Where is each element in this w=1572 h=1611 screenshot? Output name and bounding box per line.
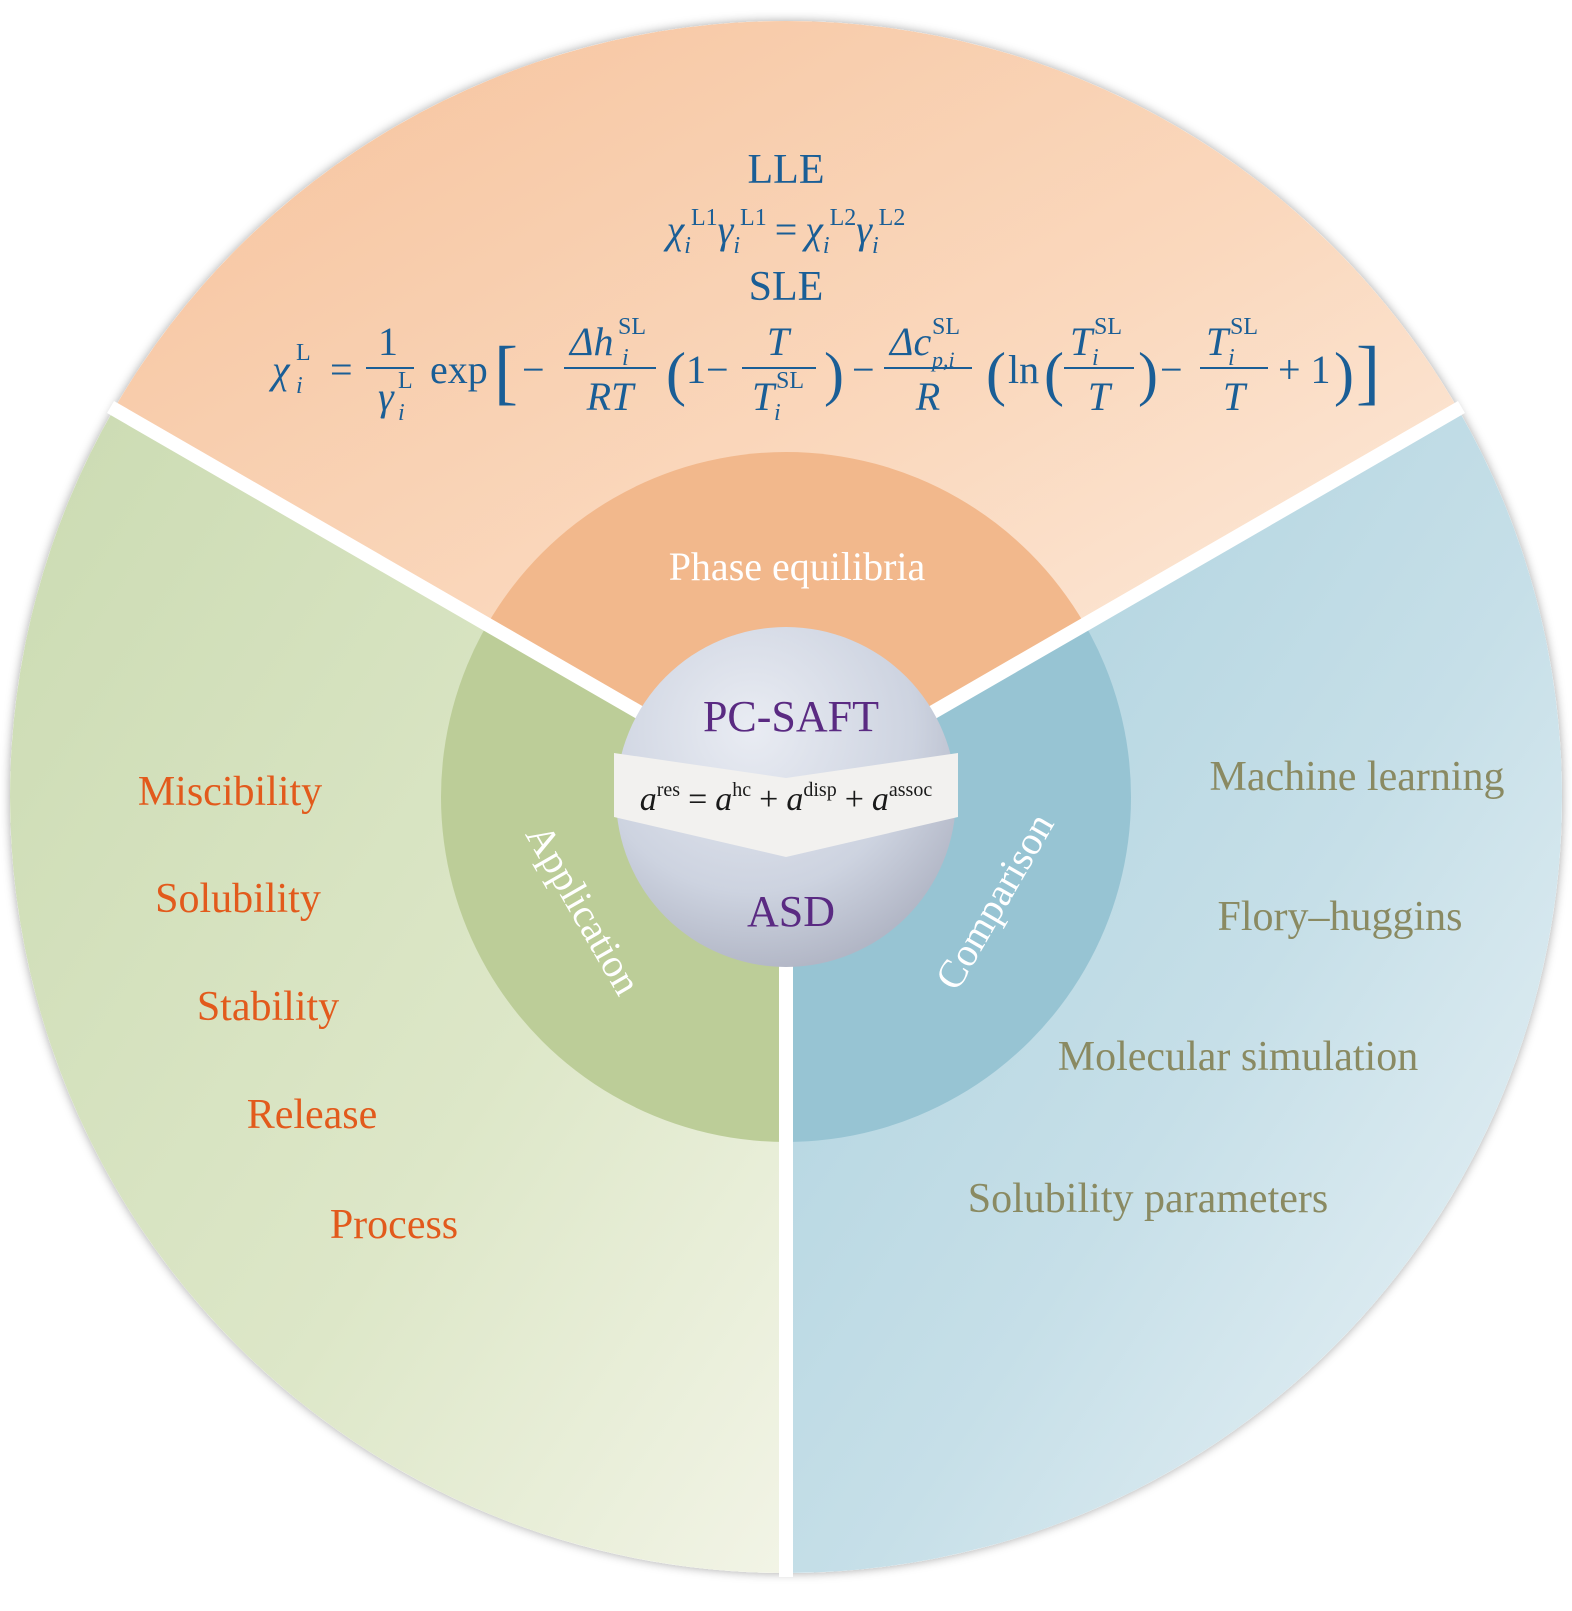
- svg-text:=: =: [330, 347, 353, 392]
- svg-text:i: i: [622, 345, 629, 371]
- svg-text:+ 1: + 1: [1278, 347, 1331, 392]
- svg-text:i: i: [1228, 345, 1235, 371]
- svg-text:SL: SL: [932, 314, 960, 340]
- svg-text:T: T: [1088, 374, 1113, 419]
- application-item: Stability: [197, 984, 339, 1030]
- svg-text:i: i: [774, 400, 781, 426]
- application-item: Solubility: [155, 876, 321, 922]
- svg-text:SL: SL: [1094, 314, 1122, 340]
- application-list: MiscibilitySolubilityStabilityReleasePro…: [138, 769, 458, 1248]
- svg-text:L: L: [398, 368, 413, 394]
- svg-text:ln: ln: [1008, 347, 1039, 392]
- sle-equation: χ i L = 1 γ i L exp [ − Δh i SL RT ( 1− …: [268, 314, 1380, 426]
- svg-text:(: (: [666, 341, 686, 407]
- comparison-item: Solubility parameters: [968, 1176, 1328, 1222]
- svg-text:Δc: Δc: [888, 319, 931, 364]
- svg-text:L: L: [296, 340, 311, 366]
- lle-equation: χiL1γiL1=χiL2γiL2: [663, 205, 906, 259]
- svg-text:i: i: [296, 373, 303, 399]
- svg-text:γ: γ: [378, 374, 395, 419]
- application-item: Release: [247, 1092, 378, 1138]
- svg-text:): ): [1334, 341, 1354, 407]
- svg-text:T: T: [752, 374, 777, 419]
- svg-text:T: T: [1070, 319, 1095, 364]
- svg-text:(: (: [986, 341, 1006, 407]
- application-item: Miscibility: [138, 769, 322, 815]
- lle-label: LLE: [748, 147, 825, 193]
- center-subtitle: ASD: [747, 887, 835, 936]
- comparison-item: Molecular simulation: [1058, 1034, 1418, 1080]
- svg-text:T: T: [1223, 374, 1248, 419]
- comparison-item: Machine learning: [1209, 754, 1504, 800]
- svg-text:−: −: [852, 347, 875, 392]
- center-equation: ares=ahc+adisp+aassoc: [640, 779, 933, 818]
- svg-text:1: 1: [378, 319, 398, 364]
- center-title: PC-SAFT: [703, 692, 879, 741]
- svg-text:RT: RT: [586, 374, 636, 419]
- svg-text:SL: SL: [618, 314, 646, 340]
- svg-text:χ: χ: [268, 347, 291, 392]
- svg-text:exp: exp: [430, 347, 488, 392]
- svg-text:): ): [1138, 341, 1158, 407]
- svg-text:]: ]: [1356, 332, 1380, 412]
- svg-text:R: R: [915, 374, 940, 419]
- sle-label: SLE: [749, 264, 824, 310]
- application-item: Process: [330, 1202, 458, 1248]
- svg-text:): ): [824, 341, 844, 407]
- comparison-item: Flory–huggins: [1217, 894, 1462, 940]
- svg-text:T: T: [1206, 319, 1231, 364]
- svg-text:[: [: [494, 332, 518, 412]
- svg-text:1−: 1−: [686, 347, 729, 392]
- center-equation-band: [614, 753, 958, 857]
- svg-text:−: −: [1160, 347, 1183, 392]
- svg-text:i: i: [398, 400, 405, 426]
- svg-text:SL: SL: [776, 368, 804, 394]
- svg-text:(: (: [1044, 341, 1064, 407]
- inner-label-phase-equilibria: Phase equilibria: [669, 544, 926, 589]
- svg-text:Δh: Δh: [568, 319, 613, 364]
- svg-text:i: i: [1092, 345, 1099, 371]
- outer-sector-top: [113, 21, 1459, 798]
- svg-text:T: T: [767, 319, 792, 364]
- svg-text:−: −: [522, 347, 545, 392]
- svg-text:SL: SL: [1230, 314, 1258, 340]
